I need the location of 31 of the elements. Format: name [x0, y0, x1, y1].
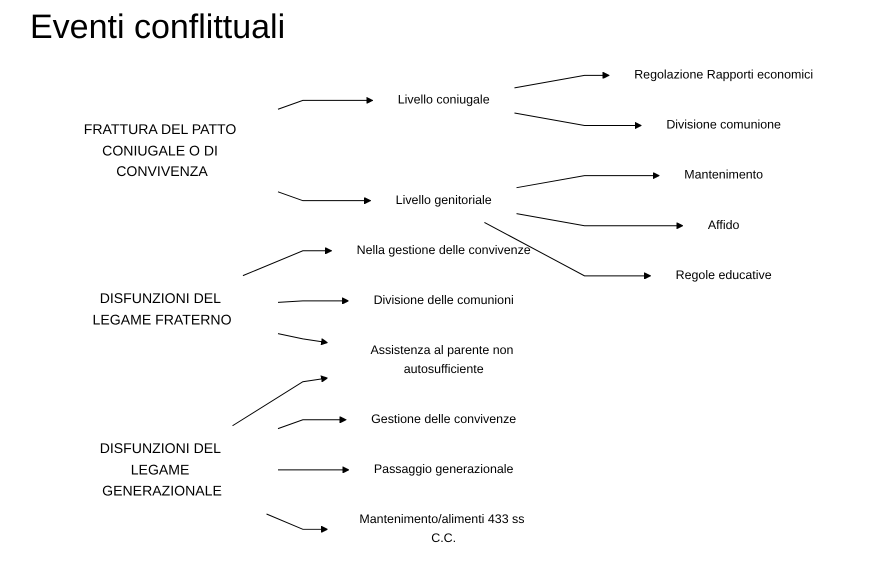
diagram-title: Eventi conflittuali	[30, 8, 286, 47]
arrow	[232, 375, 328, 426]
text-label: Nella gestione delle convivenze	[356, 243, 531, 258]
arrow	[278, 191, 372, 204]
text-label: DISFUNZIONI DEL LEGAME FRATERNO	[92, 290, 232, 328]
text-label: Gestione delle convivenze	[371, 412, 516, 426]
text-label: Assistenza al parente non autosufficiente	[370, 343, 514, 376]
text-label: Livello coniugale	[398, 92, 490, 107]
text-label: FRATTURA DEL PATTO CONIUGALE O DI CONVIVENZA	[84, 121, 236, 180]
text-label: Mantenimento	[684, 168, 764, 182]
arrow	[278, 333, 328, 346]
arrow	[516, 172, 660, 188]
text-label: Passaggio generazionale	[374, 462, 514, 476]
arrow	[484, 222, 652, 280]
text-label: Affido	[708, 218, 740, 232]
text-label: Divisione delle comunioni	[374, 293, 514, 308]
text-label: Livello genitoriale	[396, 193, 492, 208]
arrow	[516, 213, 684, 230]
arrow	[514, 112, 642, 130]
text-label: Regolazione Rapporti economici	[634, 68, 814, 82]
text-label: Divisione comunione	[666, 118, 781, 132]
text-label: Regole educative	[676, 268, 772, 282]
text-label: Mantenimento/alimenti 433 ss C.C.	[359, 512, 524, 546]
arrow	[242, 247, 332, 276]
arrow	[278, 416, 347, 430]
text-label: DISFUNZIONI DEL LEGAME GENERAZIONALE	[100, 440, 222, 499]
arrow	[266, 513, 328, 533]
arrow	[514, 72, 610, 88]
arrow	[278, 297, 350, 305]
arrow	[278, 96, 374, 110]
arrow	[278, 466, 350, 474]
